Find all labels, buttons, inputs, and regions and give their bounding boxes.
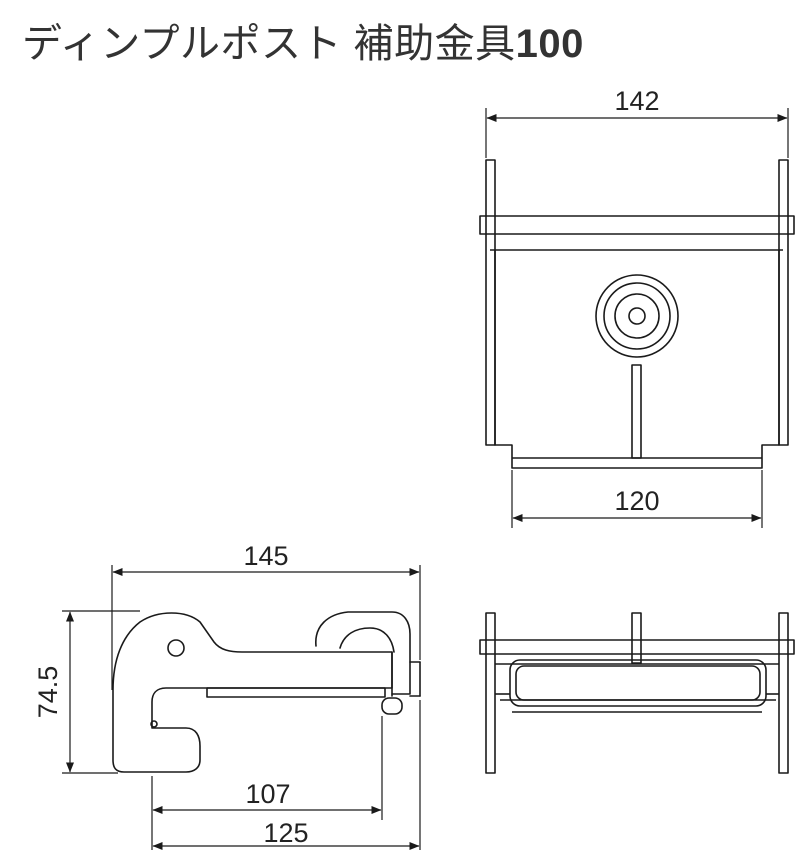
page-title: ディンプルポスト 補助金具100 xyxy=(22,18,584,70)
roller xyxy=(315,611,421,715)
model-number: 100 xyxy=(515,22,584,66)
dim-side-inner-length: 107 xyxy=(245,779,290,809)
left-side-plate xyxy=(485,159,496,446)
right-side-plate xyxy=(778,159,789,446)
hook-body xyxy=(112,612,393,773)
dim-side-height: 74.5 xyxy=(33,666,63,719)
top-view-right-plate xyxy=(778,612,789,774)
front-panel xyxy=(494,250,780,469)
dim-front-bottom-width: 120 xyxy=(614,486,659,516)
dim-side-base-length: 125 xyxy=(263,818,308,848)
bolt-boss xyxy=(595,274,679,358)
top-bar xyxy=(479,215,795,235)
front-view-dimensions xyxy=(485,108,789,528)
top-view-center-rib xyxy=(631,612,642,664)
dim-front-top-width: 142 xyxy=(614,86,659,116)
product-name: ディンプルポスト 補助金具 xyxy=(22,22,516,66)
dim-side-overall-width: 145 xyxy=(243,541,288,571)
side-view xyxy=(112,611,421,773)
pin-hole xyxy=(167,639,185,657)
center-rib xyxy=(631,364,642,459)
top-view-left-plate xyxy=(485,612,496,774)
front-view xyxy=(479,159,795,469)
top-view-bar xyxy=(479,639,795,655)
top-view xyxy=(479,612,795,774)
top-view-tray xyxy=(509,659,767,707)
side-view-dimensions xyxy=(62,565,421,850)
base-plate xyxy=(206,687,386,698)
